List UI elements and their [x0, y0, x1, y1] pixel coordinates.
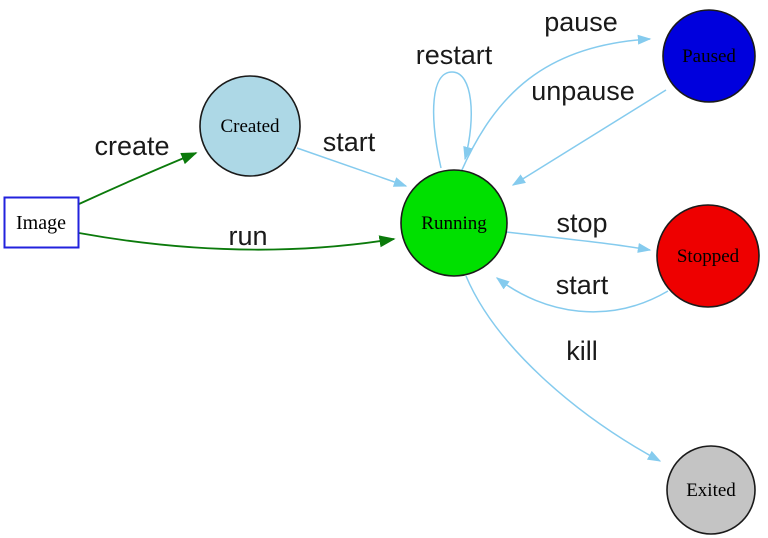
edge-label-restart: restart: [416, 40, 493, 70]
node-paused-label: Paused: [682, 46, 736, 67]
node-image-label: Image: [16, 212, 66, 234]
edge-label-unpause: unpause: [531, 76, 635, 106]
edge-label-kill: kill: [566, 336, 598, 366]
edge-label-start-upper: start: [323, 127, 376, 157]
edge-kill: [465, 275, 662, 462]
edge-label-run: run: [228, 221, 267, 251]
edge-stop: [505, 231, 652, 253]
node-running: [400, 169, 508, 277]
edge-label-create: create: [94, 131, 169, 161]
node-exited: [666, 445, 756, 535]
node-created-label: Created: [220, 116, 280, 137]
edge-pause: [460, 34, 652, 173]
node-paused: [662, 9, 756, 103]
edge-create: [78, 152, 198, 205]
edge-restart-loop: [432, 71, 473, 169]
node-stopped: [656, 204, 760, 308]
node-exited-label: Exited: [686, 480, 736, 501]
edge-label-pause: pause: [544, 7, 618, 37]
edge-unpause: [511, 89, 667, 186]
node-image: [3, 196, 80, 249]
node-stopped-label: Stopped: [677, 246, 740, 267]
edge-run: [78, 232, 396, 251]
node-created: [199, 75, 301, 177]
edge-start-stopped-running: [495, 277, 669, 313]
edge-start-created-running: [296, 147, 408, 187]
edge-label-start-lower: start: [556, 270, 609, 300]
node-running-label: Running: [421, 213, 487, 234]
edge-label-stop: stop: [556, 208, 607, 238]
